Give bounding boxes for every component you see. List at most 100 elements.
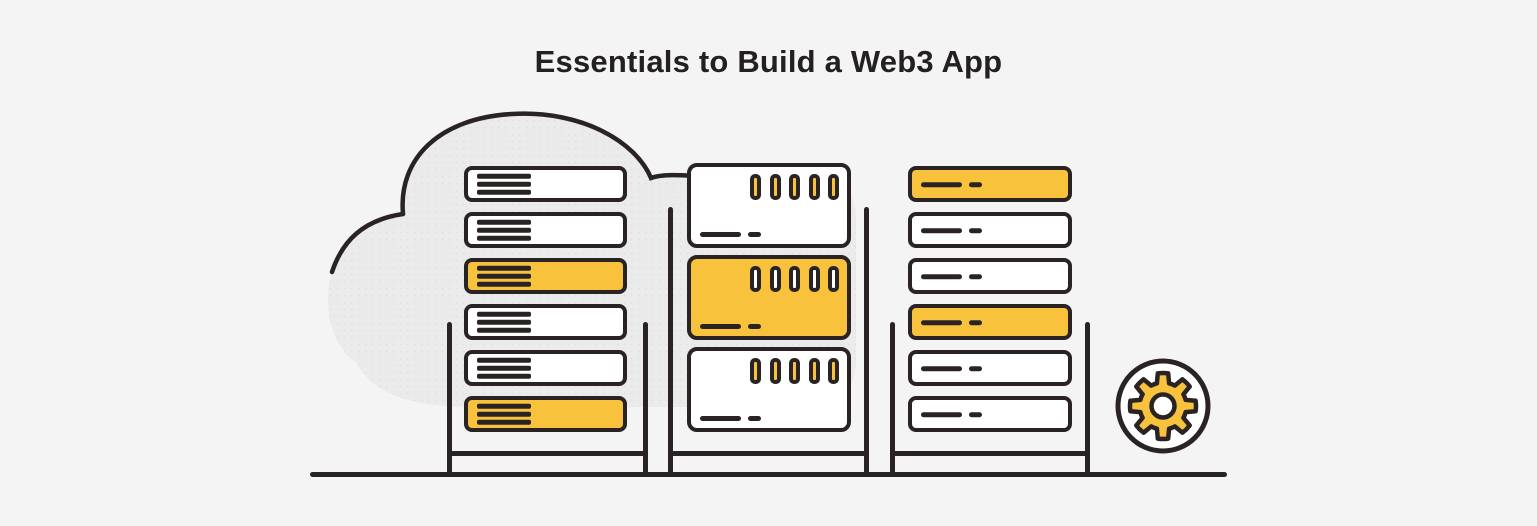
label-dashes bbox=[921, 274, 982, 279]
server-slat bbox=[464, 304, 627, 340]
server-slat bbox=[464, 212, 627, 248]
ground-line bbox=[310, 472, 1227, 477]
dash-long bbox=[921, 228, 962, 233]
hamburger-bar bbox=[477, 419, 531, 425]
hamburger-bar bbox=[477, 365, 531, 371]
led-slot bbox=[789, 266, 800, 292]
server-slat bbox=[464, 258, 627, 294]
dash-short bbox=[748, 232, 761, 237]
hamburger-bar bbox=[477, 411, 531, 417]
cloud-outline bbox=[329, 211, 406, 275]
led-slots-icon bbox=[750, 266, 839, 292]
hamburger-bar bbox=[477, 173, 531, 179]
server-slat bbox=[464, 166, 627, 202]
label-dashes bbox=[700, 416, 761, 421]
rack-post bbox=[668, 207, 673, 476]
label-dashes bbox=[921, 182, 982, 187]
led-slot bbox=[750, 358, 761, 384]
hamburger-icon bbox=[477, 219, 531, 241]
dash-short bbox=[748, 324, 761, 329]
server-slat bbox=[908, 396, 1072, 432]
gear-icon bbox=[1113, 356, 1213, 456]
hamburger-bar bbox=[477, 403, 531, 409]
dash-long bbox=[700, 232, 741, 237]
server-unit bbox=[687, 163, 851, 248]
server-slat bbox=[464, 396, 627, 432]
rack-shelf bbox=[668, 451, 869, 456]
rack-shelf bbox=[890, 451, 1090, 456]
led-slot bbox=[750, 174, 761, 200]
hamburger-bar bbox=[477, 265, 531, 271]
led-slot bbox=[808, 174, 820, 200]
hamburger-bar bbox=[477, 227, 531, 233]
server-slat bbox=[908, 212, 1072, 248]
rack-post bbox=[643, 322, 648, 476]
label-dashes bbox=[921, 412, 982, 417]
dash-short bbox=[748, 416, 761, 421]
label-dashes bbox=[921, 228, 982, 233]
led-slot bbox=[828, 358, 839, 384]
server-rack-right bbox=[908, 166, 1072, 432]
led-slot bbox=[808, 358, 820, 384]
server-unit bbox=[687, 347, 851, 432]
label-dashes bbox=[921, 320, 982, 325]
server-rack-middle bbox=[687, 163, 851, 432]
hamburger-bar bbox=[477, 273, 531, 279]
server-slat bbox=[908, 304, 1072, 340]
hamburger-bar bbox=[477, 219, 531, 225]
dash-long bbox=[921, 366, 962, 371]
hamburger-bar bbox=[477, 189, 531, 195]
hamburger-icon bbox=[477, 311, 531, 333]
hamburger-bar bbox=[477, 311, 531, 317]
server-rack-left bbox=[464, 166, 627, 432]
hamburger-bar bbox=[477, 235, 531, 241]
dash-long bbox=[921, 320, 962, 325]
label-dashes bbox=[921, 366, 982, 371]
page-title: Essentials to Build a Web3 App bbox=[534, 44, 1003, 79]
led-slot bbox=[828, 174, 839, 200]
hamburger-bar bbox=[477, 373, 531, 379]
rack-post bbox=[1085, 322, 1090, 476]
dash-long bbox=[921, 274, 962, 279]
dash-short bbox=[969, 412, 982, 417]
led-slot bbox=[750, 266, 761, 292]
dash-long bbox=[700, 324, 741, 329]
led-slot bbox=[769, 266, 781, 292]
hamburger-bar bbox=[477, 281, 531, 287]
server-slat bbox=[908, 166, 1072, 202]
dash-short bbox=[969, 274, 982, 279]
rack-post bbox=[447, 322, 452, 476]
led-slot bbox=[769, 358, 781, 384]
dash-short bbox=[969, 228, 982, 233]
label-dashes bbox=[700, 232, 761, 237]
rack-post bbox=[864, 207, 869, 476]
gear-hole bbox=[1149, 392, 1177, 420]
server-slat bbox=[464, 350, 627, 386]
led-slots-icon bbox=[750, 358, 839, 384]
dash-short bbox=[969, 320, 982, 325]
dash-long bbox=[921, 182, 962, 187]
label-dashes bbox=[700, 324, 761, 329]
rack-shelf bbox=[447, 451, 648, 456]
hamburger-bar bbox=[477, 327, 531, 333]
rack-post bbox=[890, 322, 895, 476]
led-slot bbox=[808, 266, 820, 292]
server-unit bbox=[687, 255, 851, 340]
hamburger-icon bbox=[477, 403, 531, 425]
led-slots-icon bbox=[750, 174, 839, 200]
hamburger-bar bbox=[477, 181, 531, 187]
led-slot bbox=[789, 358, 800, 384]
hamburger-icon bbox=[477, 173, 531, 195]
hamburger-icon bbox=[477, 357, 531, 379]
dash-long bbox=[921, 412, 962, 417]
hamburger-bar bbox=[477, 319, 531, 325]
hamburger-icon bbox=[477, 265, 531, 287]
led-slot bbox=[828, 266, 839, 292]
dash-long bbox=[700, 416, 741, 421]
led-slot bbox=[769, 174, 781, 200]
dash-short bbox=[969, 366, 982, 371]
dash-short bbox=[969, 182, 982, 187]
server-slat bbox=[908, 258, 1072, 294]
server-slat bbox=[908, 350, 1072, 386]
